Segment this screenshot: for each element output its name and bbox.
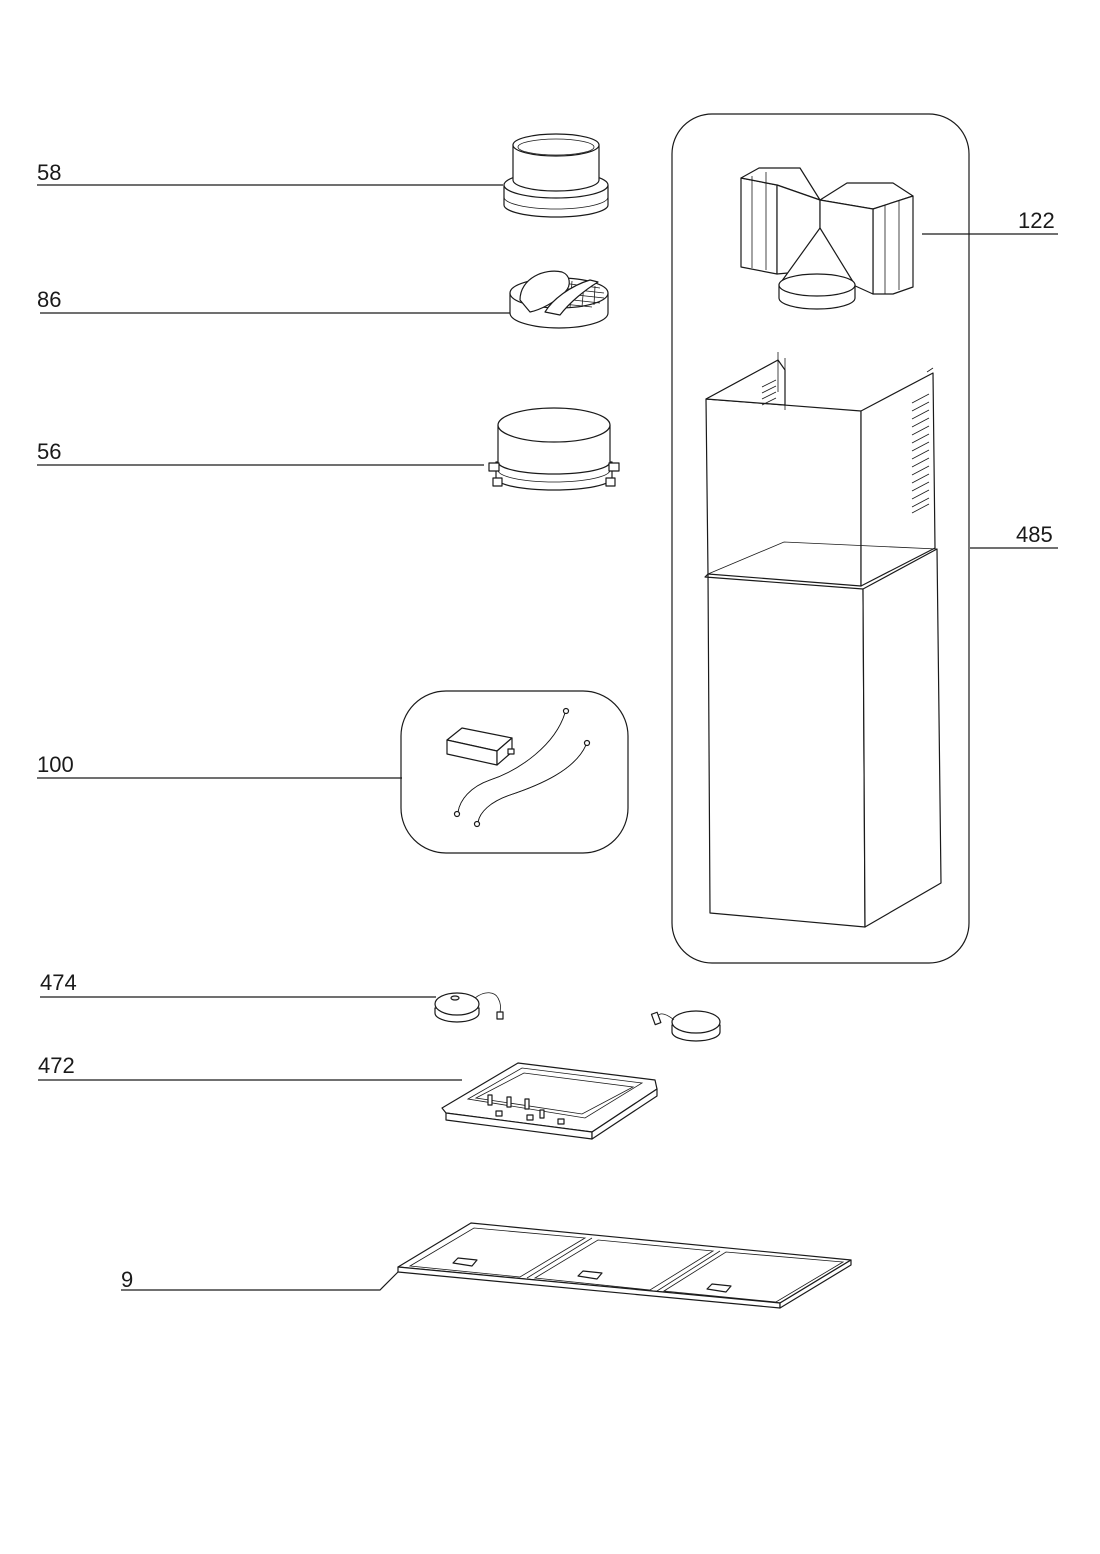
callout-86[interactable]: 86 [37, 287, 510, 314]
chimney-group-frame [671, 113, 970, 964]
callout-label-9: 9 [121, 1267, 133, 1292]
part-56-motor-connection-ring[interactable] [488, 407, 620, 491]
callout-label-485: 485 [1016, 522, 1053, 547]
part-9-grease-filters[interactable] [397, 1222, 852, 1309]
callout-122[interactable]: 122 [922, 208, 1058, 235]
callout-58[interactable]: 58 [37, 160, 503, 186]
callout-100[interactable]: 100 [37, 752, 402, 779]
leader-line-9 [121, 1271, 399, 1291]
callout-label-100: 100 [37, 752, 74, 777]
kit-transformer [446, 727, 515, 766]
callout-label-474: 474 [40, 970, 77, 995]
callout-label-86: 86 [37, 287, 61, 312]
chimney-vent-slots [761, 379, 930, 514]
part-58-flange-adapter[interactable] [503, 133, 609, 218]
part-100-electrical-kit[interactable] [400, 690, 629, 854]
callout-label-56: 56 [37, 439, 61, 464]
part-485-chimney[interactable] [704, 352, 942, 928]
callout-472[interactable]: 472 [38, 1053, 462, 1081]
callout-9[interactable]: 9 [121, 1267, 399, 1292]
part-474-lamp-right[interactable] [650, 1010, 721, 1042]
filter-handles [452, 1257, 732, 1293]
part-122-air-diverter[interactable] [740, 167, 914, 310]
part-474-lamp-left[interactable] [434, 992, 504, 1023]
part-472-lamp-frame[interactable] [441, 1062, 658, 1140]
callout-56[interactable]: 56 [37, 439, 484, 466]
part-86-backdraft-damper[interactable] [509, 270, 609, 329]
callout-485[interactable]: 485 [970, 522, 1058, 549]
callout-label-472: 472 [38, 1053, 75, 1078]
callout-label-122: 122 [1018, 208, 1055, 233]
kit-frame [400, 690, 629, 854]
frame-clips [487, 1094, 565, 1125]
callout-474[interactable]: 474 [40, 970, 436, 998]
callout-label-58: 58 [37, 160, 61, 185]
